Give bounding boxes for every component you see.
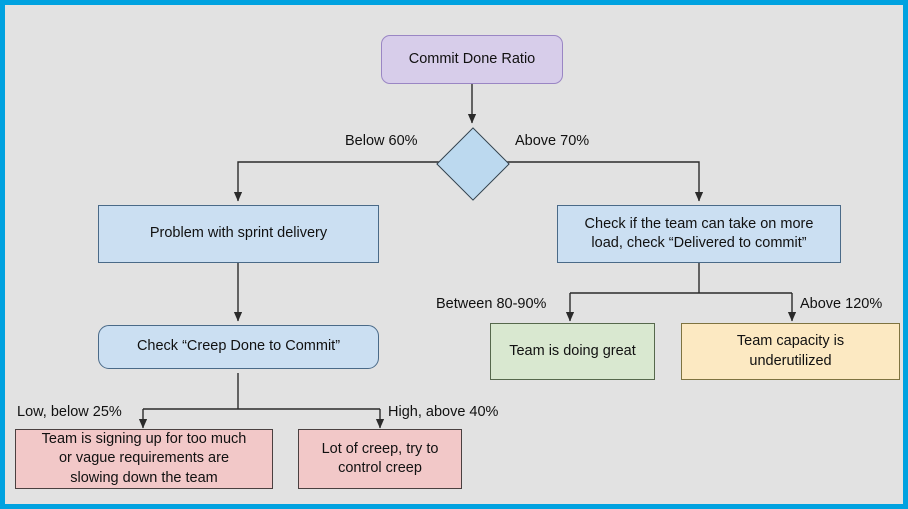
decision-diamond[interactable] [436, 127, 510, 201]
edge-label-above-120: Above 120% [800, 296, 883, 312]
node-label: Team capacity is underutilized [736, 333, 845, 369]
edge-decision-to-check-load [499, 161, 704, 202]
edge-label-low-below-25: Low, below 25% [17, 404, 122, 420]
edge-decision-to-problem [233, 161, 445, 202]
edge-label-high-above-40: High, above 40% [388, 404, 499, 420]
node-team-is-doing-great[interactable]: Team is doing great [490, 323, 655, 380]
node-label: Team is doing great [509, 342, 636, 359]
edge-label-above-70: Above 70% [515, 133, 590, 149]
node-team-signing-up-too-much[interactable]: Team is signing up for too much or vague… [15, 429, 273, 489]
node-check-if-team-can-take-more-load[interactable]: Check if the team can take on more load,… [557, 205, 841, 263]
node-label: Commit Done Ratio [408, 50, 536, 67]
node-check-creep-done-to-commit[interactable]: Check “Creep Done to Commit” [98, 325, 379, 369]
node-team-capacity-underutilized[interactable]: Team capacity is underutilized [681, 323, 900, 380]
node-label: Lot of creep, try to control creep [321, 440, 439, 476]
node-problem-with-sprint-delivery[interactable]: Problem with sprint delivery [98, 205, 379, 263]
edge-label-below-60: Below 60% [345, 133, 418, 149]
edge-label-between-80-90: Between 80-90% [436, 296, 547, 312]
node-label: Problem with sprint delivery [149, 225, 328, 242]
node-label: Check “Creep Done to Commit” [136, 338, 341, 355]
node-label: Check if the team can take on more load,… [584, 215, 814, 251]
node-label: Team is signing up for too much or vague… [41, 431, 247, 486]
node-commit-done-ratio[interactable]: Commit Done Ratio [381, 35, 563, 84]
node-lot-of-creep[interactable]: Lot of creep, try to control creep [298, 429, 462, 489]
